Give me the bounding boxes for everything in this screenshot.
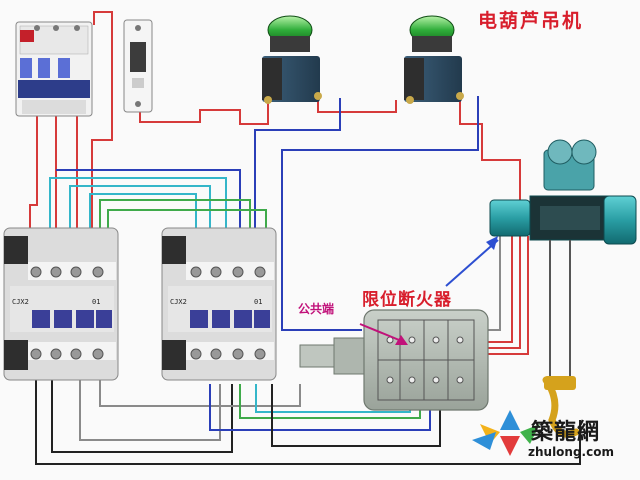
brand-name: 築龍網 bbox=[531, 419, 601, 445]
wire-gray-bottom-1 bbox=[79, 380, 221, 441]
wire-black-bottom-3 bbox=[271, 384, 441, 447]
three-pole-breaker bbox=[15, 21, 93, 117]
wire-blue-bottom-1 bbox=[209, 384, 431, 431]
push-button-up bbox=[262, 15, 322, 104]
right-contactor-model: CJX2 bbox=[170, 298, 187, 306]
push-button-down bbox=[404, 15, 464, 104]
wire-green-1 bbox=[99, 199, 251, 238]
right-contactor-code: 01 bbox=[254, 298, 263, 306]
wire-blue-button2 bbox=[281, 96, 479, 331]
single-pole-breaker bbox=[123, 19, 153, 113]
wires bbox=[29, 11, 581, 465]
wire-red-to-button1 bbox=[139, 100, 269, 125]
wire-gray-right bbox=[486, 236, 501, 331]
wire-red-control-feed bbox=[91, 11, 113, 238]
wire-black-bottom-1 bbox=[35, 380, 581, 465]
wire-cyan-1 bbox=[49, 177, 227, 238]
wire-blue-button1 bbox=[254, 98, 341, 238]
limit-switch bbox=[299, 309, 489, 411]
electric-hoist bbox=[489, 139, 637, 438]
wire-cyan-2 bbox=[69, 185, 211, 238]
wire-red-motor-2 bbox=[488, 236, 513, 343]
wire-red-l1 bbox=[29, 112, 38, 238]
left-contactor-code: 01 bbox=[92, 298, 101, 306]
left-contactor-model: CJX2 bbox=[12, 298, 29, 306]
wire-black-bottom-2 bbox=[51, 380, 233, 453]
wire-red-motor-1 bbox=[488, 230, 521, 349]
logo-mark bbox=[472, 410, 540, 456]
common-terminal-label: 公共端 bbox=[298, 302, 335, 316]
wire-red-button2-out bbox=[459, 98, 521, 230]
wire-gray-bottom-2 bbox=[99, 380, 301, 407]
wire-red-motor-3 bbox=[488, 236, 529, 355]
wire-blue-cross bbox=[56, 169, 241, 238]
wire-red-button-bridge bbox=[317, 98, 397, 113]
contactor-left bbox=[3, 227, 119, 381]
wire-cyan-3 bbox=[89, 193, 197, 238]
wire-green-2 bbox=[107, 209, 267, 238]
brand-url: zhulong.com bbox=[528, 445, 614, 459]
diagram-title: 电葫芦吊机 bbox=[478, 10, 584, 32]
limit-switch-label: 限位断火器 bbox=[362, 290, 452, 310]
contactor-right bbox=[161, 227, 277, 381]
pointer-arrows bbox=[359, 236, 499, 345]
